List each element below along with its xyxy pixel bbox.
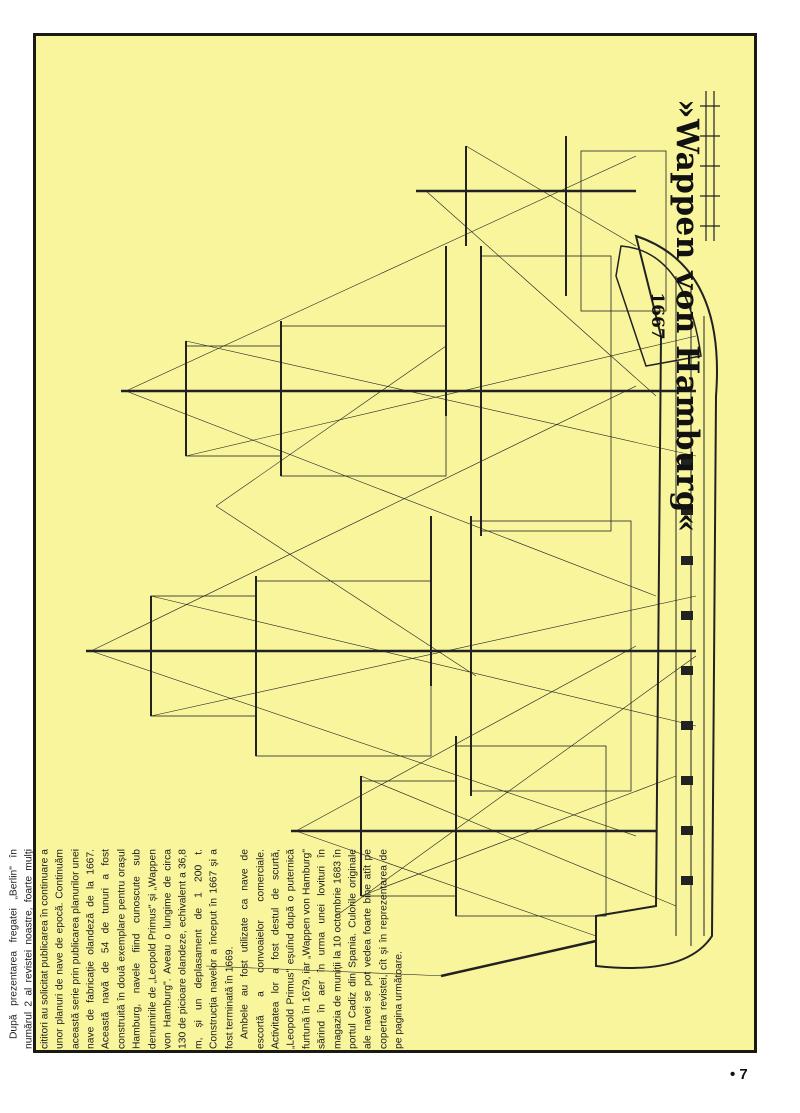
title-block: »Wappen von Hamburg« 1667 (636, 96, 716, 536)
ship-title: »Wappen von Hamburg« (669, 99, 705, 533)
yards (150, 136, 567, 916)
scale-bar (700, 91, 720, 241)
page-number: • 7 (730, 1066, 748, 1083)
gunports (681, 456, 693, 885)
sails (150, 150, 667, 917)
ship-plan-drawing (86, 91, 720, 978)
article-paragraph: Ambele au fost utilizate ca nave de esco… (239, 848, 405, 1049)
ship-year: 1667 (647, 292, 667, 340)
illustration-panel: »Wappen von Hamburg« 1667 După prezentar… (9, 33, 757, 1053)
article-text-block: După prezentarea fregatei „Berlin" în nu… (9, 846, 405, 1051)
rigging (90, 145, 697, 977)
page-number-value: 7 (739, 1066, 748, 1083)
article-paragraph: După prezentarea fregatei „Berlin" în nu… (8, 848, 236, 1049)
